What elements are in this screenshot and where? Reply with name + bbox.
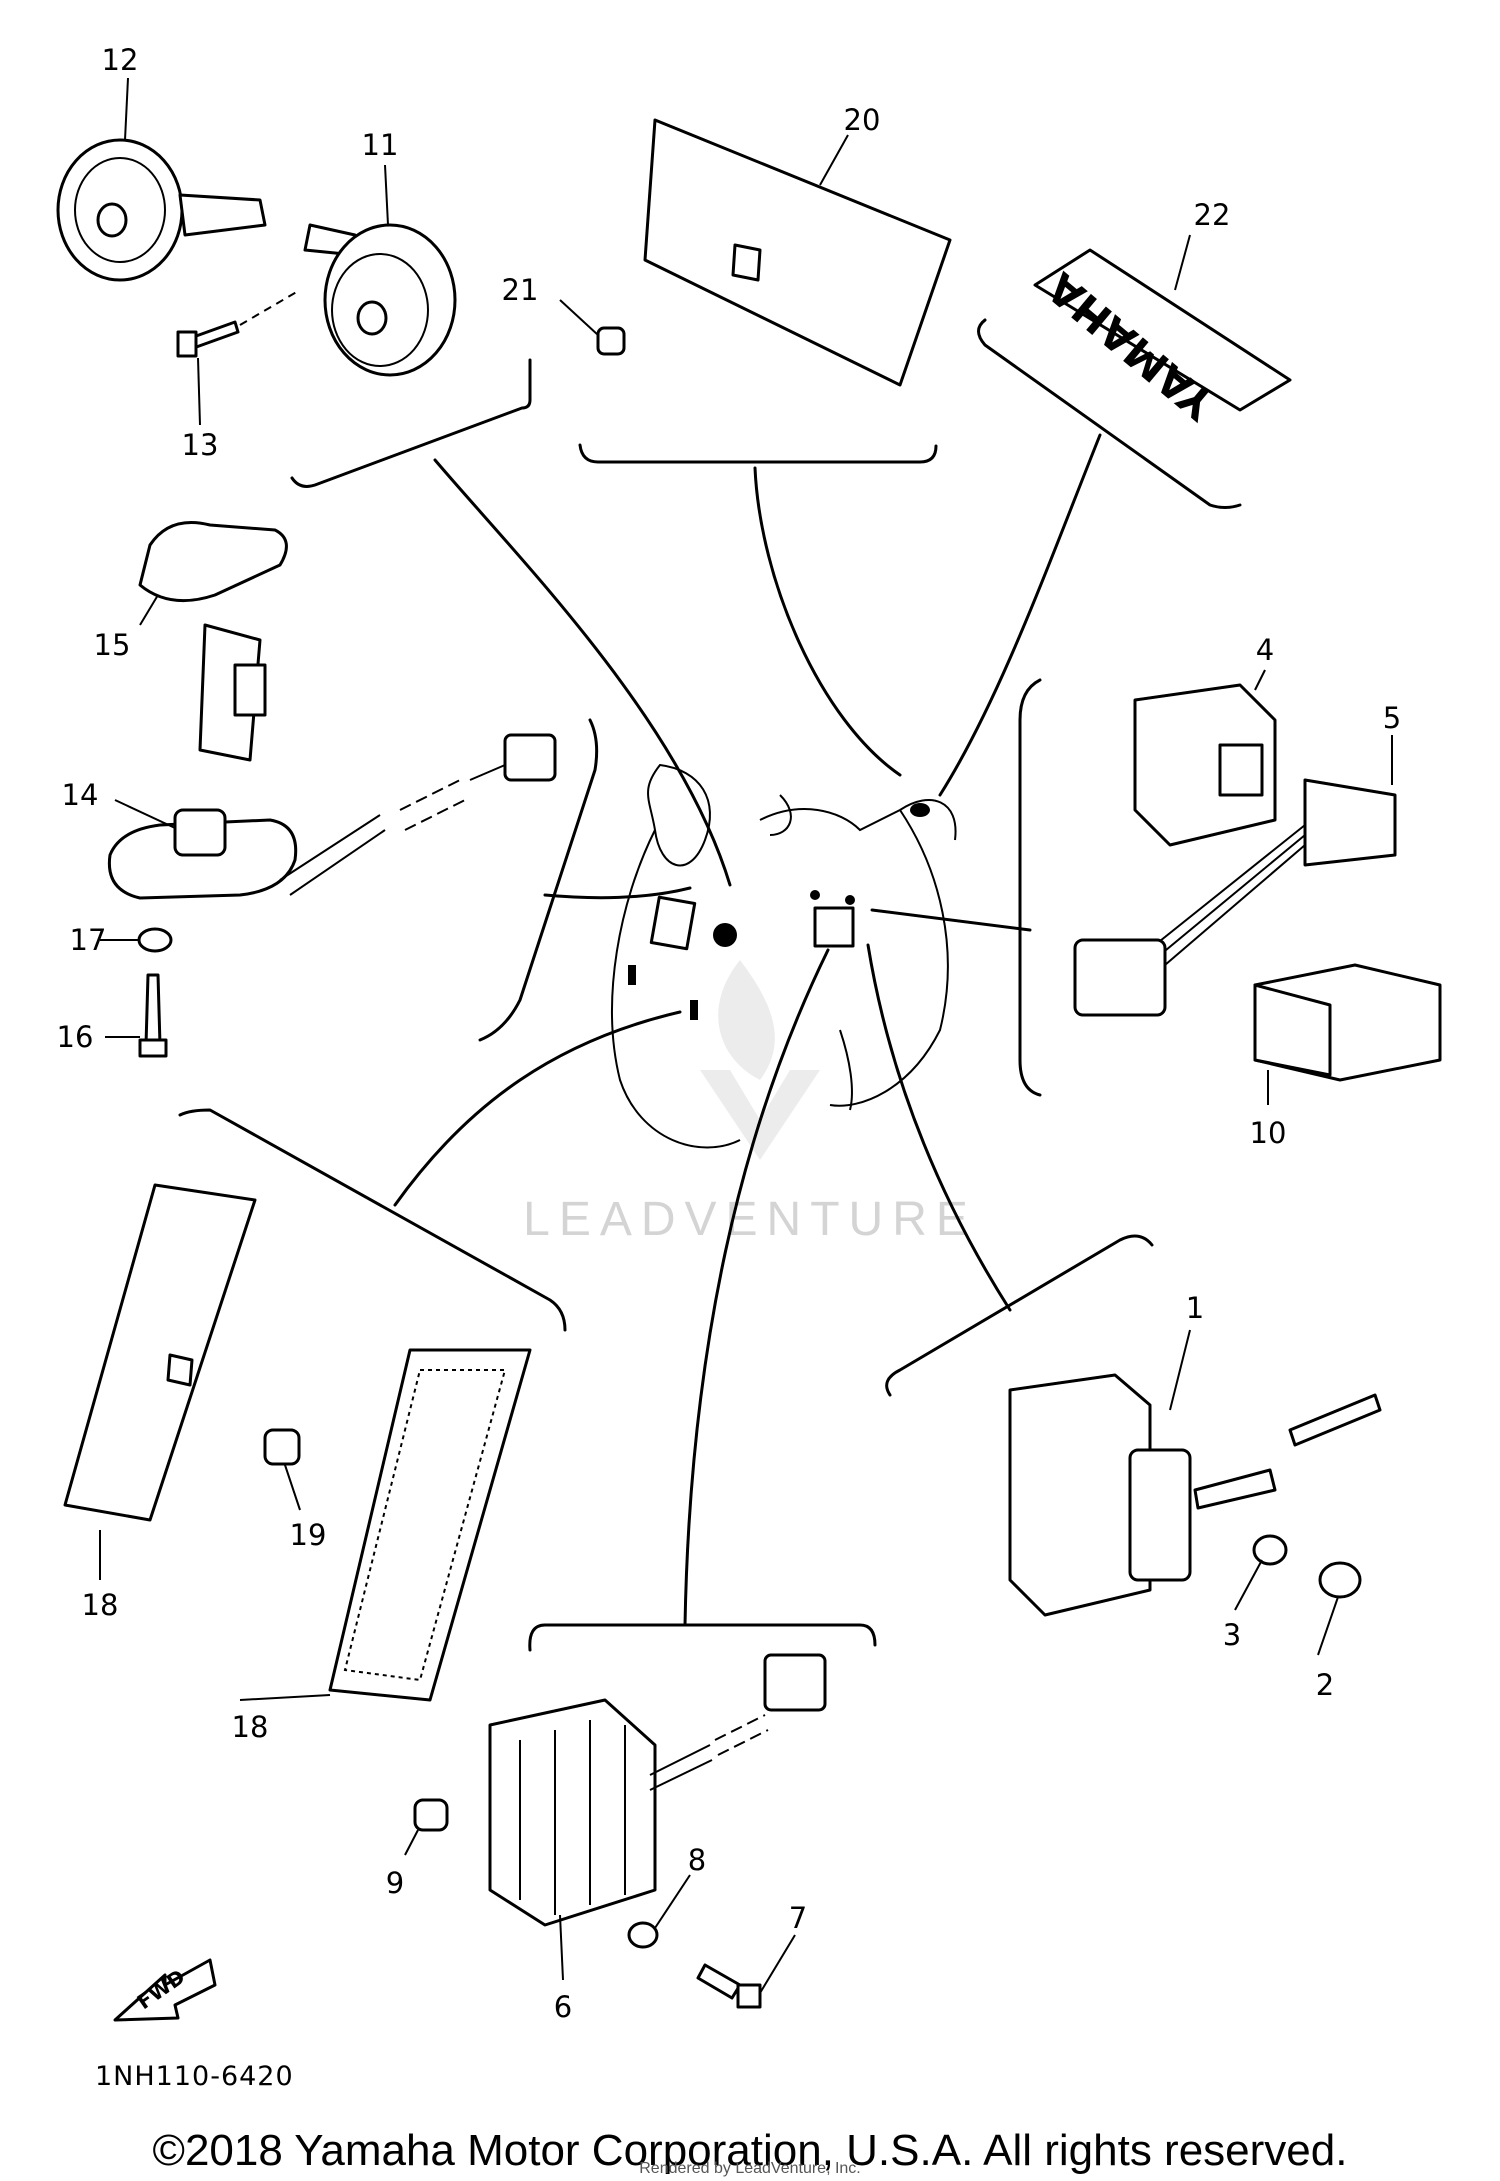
emblem-22: YAMAHA: [1033, 248, 1292, 430]
leader-lines: [393, 433, 1102, 1627]
rectifier-6: [488, 1653, 827, 1927]
callout-11: 11: [362, 128, 399, 162]
callout-13: 13: [182, 428, 219, 462]
nut-3: [1252, 1534, 1288, 1566]
watermark: LEADVENTURE: [523, 960, 977, 1246]
fuse-mark: [713, 923, 737, 947]
nut-21: [596, 326, 626, 356]
callout-1: 1: [1186, 1291, 1204, 1325]
group-brackets: [178, 318, 1242, 1652]
callout-18-left: 18: [82, 1588, 119, 1622]
gasket-15: [138, 521, 288, 603]
bolt-7: [696, 1963, 762, 2009]
callout-8: 8: [688, 1843, 706, 1877]
horn-12: [56, 138, 267, 282]
connector-10: [1253, 963, 1442, 1082]
callout-labels: 12 11 13 21 20 22 15 14 17 16 4 5 10 18 …: [57, 43, 1402, 2024]
callout-21: 21: [502, 273, 539, 307]
reflector-18-left: [63, 1183, 257, 1522]
screw-16: [138, 973, 168, 1058]
callout-7: 7: [789, 1901, 807, 1935]
callout-12: 12: [102, 43, 139, 77]
fwd-arrow: FWD: [113, 1958, 217, 2022]
callout-19: 19: [290, 1518, 327, 1552]
part-code: 1NH110-6420: [95, 2061, 294, 2092]
main-switch-1: [1008, 1373, 1382, 1617]
relay-4: [1133, 683, 1277, 847]
battery-mark: [649, 895, 697, 951]
callout-17: 17: [70, 923, 107, 957]
nut-8: [627, 1921, 659, 1949]
callout-3: 3: [1223, 1618, 1241, 1652]
callout-16: 16: [57, 1020, 94, 1054]
motorcycle-outline: [611, 763, 957, 1149]
rendered-by-notice: Rendered by LeadVenture, Inc.: [639, 2160, 861, 2177]
reflector-20: [643, 118, 952, 387]
callout-14: 14: [62, 778, 99, 812]
callout-20: 20: [844, 103, 881, 137]
callout-5: 5: [1383, 701, 1401, 735]
callout-leaders: [99, 77, 1393, 1994]
callout-10: 10: [1250, 1116, 1287, 1150]
callout-2: 2: [1316, 1668, 1334, 1702]
callout-6: 6: [554, 1990, 572, 2024]
central-relay-mark: [813, 906, 855, 948]
callout-18-right: 18: [232, 1710, 269, 1744]
nut-9: [413, 1798, 449, 1832]
callout-22: 22: [1194, 198, 1231, 232]
nut-2: [1318, 1561, 1362, 1599]
callout-15: 15: [94, 628, 131, 662]
copyright-notice: ©2018 Yamaha Motor Corporation, U.S.A. A…: [152, 2126, 1348, 2175]
nut-19: [263, 1428, 301, 1466]
reflector-18-right: [328, 1348, 532, 1702]
flasher-relay-5: [1073, 778, 1397, 1017]
washer-17: [137, 927, 173, 953]
bolt-13: [176, 289, 301, 358]
callout-9: 9: [386, 1866, 404, 1900]
fuel-sender-14: [107, 623, 557, 900]
horn-11: [303, 223, 457, 377]
callout-4: 4: [1256, 633, 1274, 667]
watermark-text: LEADVENTURE: [523, 1193, 977, 1246]
